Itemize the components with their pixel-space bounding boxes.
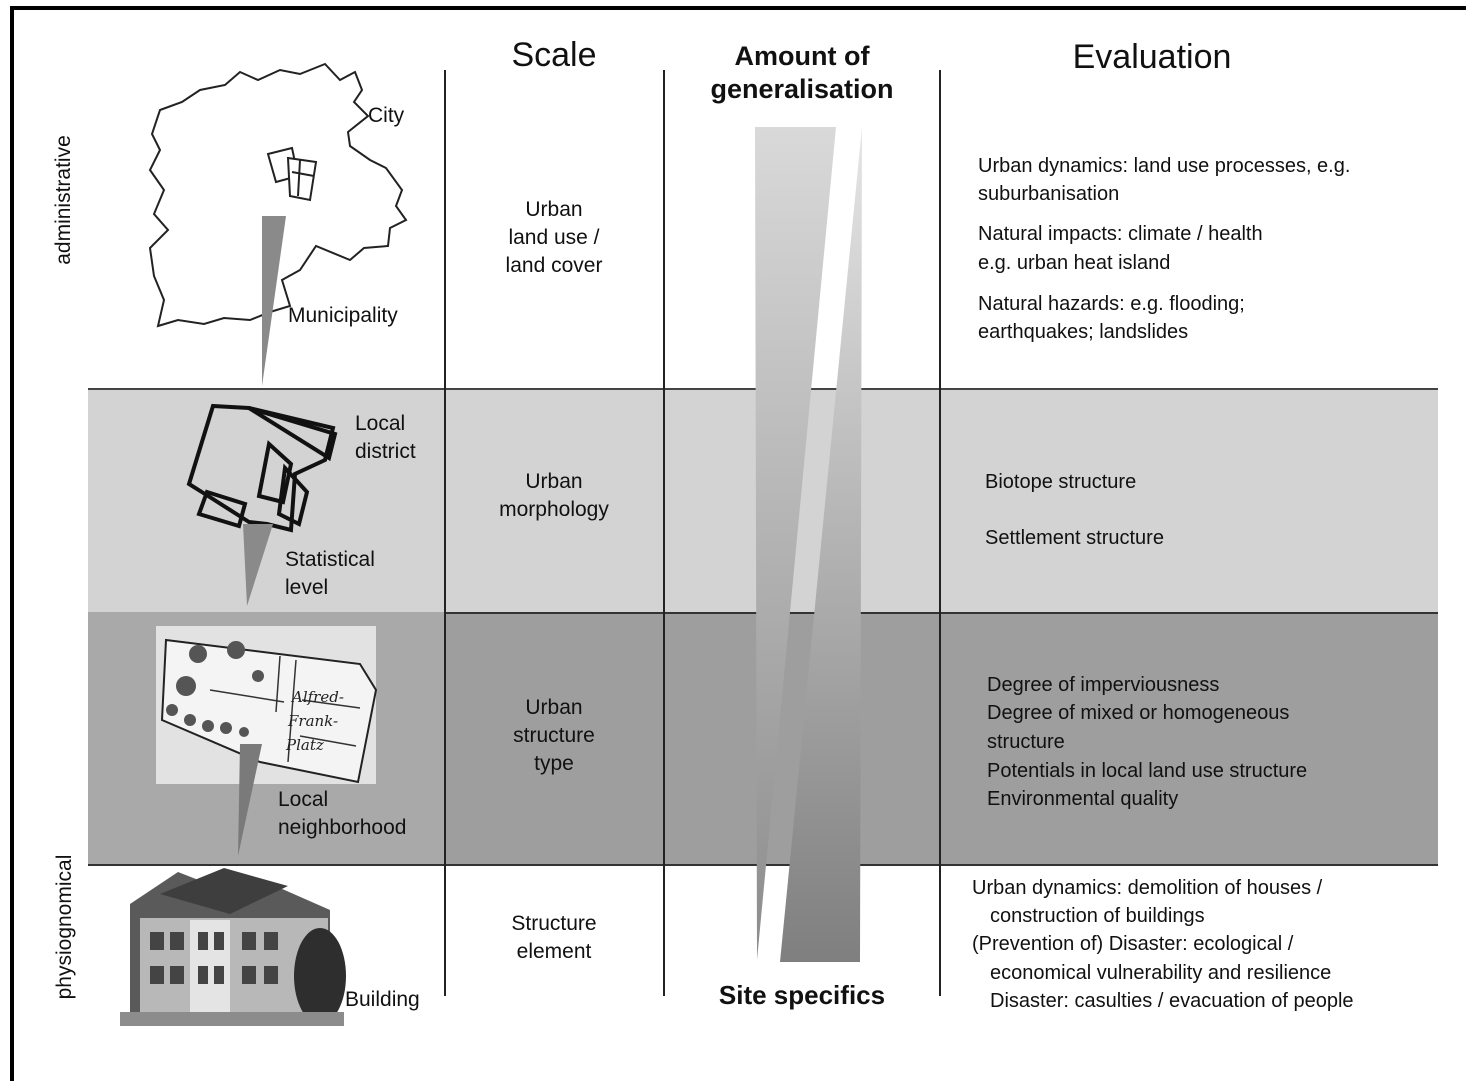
- eval-natural-hazards: Natural hazards: e.g. flooding;: [978, 293, 1245, 315]
- column-divider-1: [444, 70, 446, 996]
- map-text-alfred: Alfred-: [290, 688, 344, 706]
- eval-earthquakes-landslides: earthquakes; landslides: [978, 321, 1189, 343]
- column-divider-3: [939, 70, 941, 996]
- scale-urban-structure-type: Urban structure type: [513, 696, 595, 775]
- eval-potentials-land-use: Potentials in local land use structure: [987, 760, 1308, 782]
- eval-biotope-structure: Biotope structure: [985, 471, 1137, 493]
- label-city: City: [368, 104, 405, 127]
- scale-structure-element: Structure element: [511, 912, 597, 963]
- neighborhood-map: Alfred- Frank- Platz: [160, 638, 378, 856]
- label-local-neighborhood: Local neighborhood: [278, 788, 407, 839]
- eval-vulnerability-resilience: economical vulnerability and resilience: [990, 962, 1332, 984]
- column-divider-2: [663, 70, 665, 996]
- label-municipality: Municipality: [288, 304, 398, 327]
- district-outline-map: [186, 403, 338, 606]
- eval-settlement-structure: Settlement structure: [985, 527, 1164, 549]
- header-scale: Scale: [511, 36, 597, 74]
- label-local-district: Local district: [355, 412, 416, 463]
- frame-top-border: [10, 6, 1466, 10]
- eval-demolition-of-houses: Urban dynamics: demolition of houses /: [972, 877, 1323, 899]
- eval-mixed-homogeneous: Degree of mixed or homogeneous: [987, 702, 1290, 724]
- header-evaluation: Evaluation: [1072, 38, 1232, 76]
- label-site-specifics: Site specifics: [718, 980, 886, 1010]
- eval-structure: structure: [987, 731, 1065, 753]
- eval-construction-of-buildings: construction of buildings: [990, 905, 1205, 927]
- label-building: Building: [345, 988, 420, 1011]
- building-photo: [120, 866, 346, 1026]
- map-text-platz: Platz: [285, 736, 324, 754]
- eval-prevention-of-disaster: (Prevention of) Disaster: ecological /: [972, 933, 1294, 955]
- map-text-frank: Frank-: [287, 712, 338, 730]
- scale-urban-land-use: Urban land use / land cover: [505, 198, 603, 277]
- eval-casualties-evacuation: Disaster: casulties / evacuation of peop…: [990, 990, 1354, 1012]
- eval-urban-heat-island: e.g. urban heat island: [978, 252, 1171, 274]
- eval-suburbanisation: suburbanisation: [978, 183, 1120, 205]
- scale-urban-morphology: Urban morphology: [499, 470, 609, 521]
- eval-urban-dynamics-land-use: Urban dynamics: land use processes, e.g.: [978, 155, 1351, 177]
- header-amount-of-generalisation: Amount of generalisation: [710, 41, 894, 104]
- label-statistical-level: Statistical level: [285, 548, 375, 599]
- eval-environmental-quality: Environmental quality: [987, 788, 1179, 810]
- eval-imperviousness: Degree of imperviousness: [987, 674, 1220, 696]
- city-outline-map: [148, 62, 408, 386]
- eval-natural-impacts: Natural impacts: climate / health: [978, 223, 1263, 245]
- frame-left-border: [10, 6, 14, 1081]
